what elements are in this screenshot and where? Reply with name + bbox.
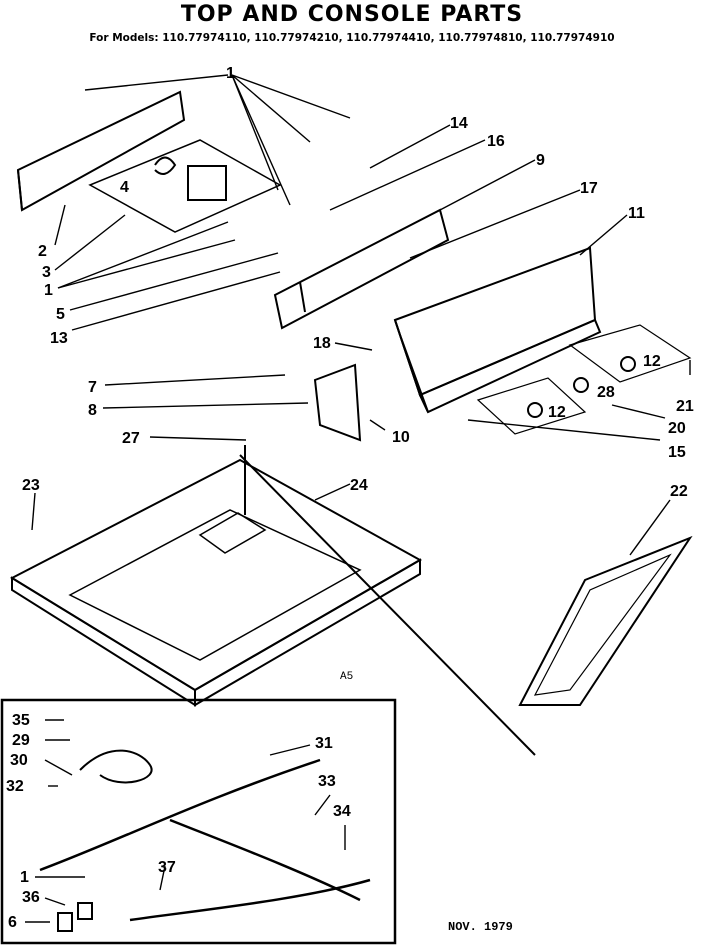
callout-label: 6	[8, 914, 17, 931]
callout-label: 22	[670, 483, 688, 500]
callout-label: 21	[676, 398, 694, 415]
switch-plate-lower	[476, 377, 587, 435]
callout-label: 18	[313, 335, 331, 352]
callout-label: 34	[333, 803, 351, 820]
diagram-date: NOV. 1979	[448, 920, 513, 934]
callout-label: 28	[597, 384, 615, 401]
callout-label: 20	[668, 420, 686, 437]
callout-label: 31	[315, 735, 333, 752]
callout-label: 11	[628, 205, 645, 222]
callout-label: 1	[44, 282, 53, 299]
callout-label: 14	[450, 115, 468, 132]
mount-plate	[88, 139, 282, 233]
callout-labels: 1 14 16 9 17 11 4 2 3 1 5 13 18 12 28 21…	[6, 65, 694, 931]
callout-label: 13	[50, 330, 68, 347]
callout-label: 17	[580, 180, 598, 197]
callout-label: 1	[20, 869, 29, 886]
callout-label: 7	[88, 379, 97, 396]
callout-label: 35	[12, 712, 30, 729]
clip-part	[154, 156, 177, 175]
harness-box	[0, 698, 397, 945]
callout-label: 5	[56, 306, 65, 323]
callout-label: 1	[226, 65, 235, 82]
callout-label: 27	[122, 430, 140, 447]
callout-label: 12	[548, 404, 566, 421]
callout-label: 36	[22, 889, 40, 906]
switch-plate-upper	[568, 324, 692, 383]
callout-label: 29	[12, 732, 30, 749]
callout-label: 8	[88, 402, 97, 419]
callout-label: 2	[38, 243, 47, 260]
callout-label: 15	[668, 444, 686, 461]
callout-label: 33	[318, 773, 336, 790]
callout-label: 32	[6, 778, 24, 795]
guide-line	[239, 454, 536, 756]
rear-panel	[16, 90, 186, 212]
callout-label: 12	[643, 353, 661, 370]
end-cap	[313, 363, 362, 442]
models-line: For Models: 110.77974110, 110.77974210, …	[89, 32, 615, 44]
diagram-code: A5	[340, 671, 353, 683]
timer-motor	[187, 165, 227, 201]
callout-label: 37	[158, 859, 176, 876]
callout-label: 16	[487, 133, 505, 150]
console-bracket	[273, 208, 450, 330]
console-panel	[393, 246, 597, 397]
callout-label: 23	[22, 477, 40, 494]
lint-door	[518, 535, 693, 706]
callout-label: 4	[120, 179, 129, 196]
callout-label: 3	[42, 264, 51, 281]
callout-label: 24	[350, 477, 368, 494]
callout-label: 30	[10, 752, 28, 769]
callout-label: 9	[536, 152, 545, 169]
harness-main	[39, 758, 321, 872]
callout-label: 10	[392, 429, 410, 446]
diagram-title: TOP AND CONSOLE PARTS	[180, 2, 524, 27]
